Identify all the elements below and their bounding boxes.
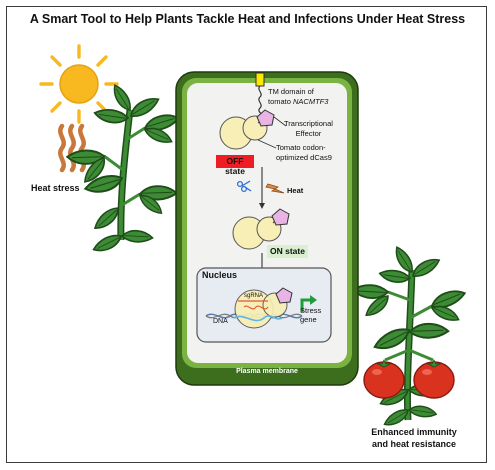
lightning-icon <box>265 183 285 194</box>
scissors-icon <box>236 180 252 193</box>
dcas9-complex-on <box>232 208 290 250</box>
dcas9-line1: Tomato codon- <box>276 143 326 152</box>
off-state-badge <box>216 155 254 168</box>
outcome-line1: Enhanced immunity <box>371 427 457 437</box>
promoter-arrow-icon <box>300 295 317 312</box>
tomato-fruit-right <box>413 359 455 399</box>
tm-domain-prefix: tomato <box>268 96 294 106</box>
heat-label: Heat <box>287 186 304 195</box>
dcas9-line2: optimized dCas9 <box>276 152 332 162</box>
effector-line2: Effector <box>295 128 322 138</box>
tm-domain-icon <box>255 72 265 118</box>
on-state-badge <box>267 245 308 258</box>
dcas9-label: Tomato codon- optimized dCas9 <box>276 143 332 162</box>
plasma-membrane-label: Plasma membrane <box>236 368 298 375</box>
figure-title: A Smart Tool to Help Plants Tackle Heat … <box>29 12 466 26</box>
outcome-label: Enhanced immunity and heat resistance <box>358 426 470 450</box>
tomato-plant-icon <box>350 243 468 428</box>
sgrna-label: sgRNA <box>244 293 264 299</box>
transition-arrow-1 <box>259 167 265 209</box>
on-state-label: ON state <box>270 246 305 256</box>
plant-icon <box>65 81 181 254</box>
tm-domain-line2: tomato NACMTF3 <box>268 97 328 107</box>
dna-label: DNA <box>213 318 228 325</box>
tm-domain-gene: NACMTF3 <box>293 96 329 106</box>
stress-gene-label: Stress gene <box>300 306 321 324</box>
stress-gene-line2: gene <box>300 315 317 324</box>
heat-stress-label: Heat stress <box>31 183 80 193</box>
dcas9-complex-off <box>219 109 287 150</box>
stress-gene-line1: Stress <box>300 306 322 315</box>
dcas9-complex-bound <box>233 287 293 329</box>
figure-frame <box>6 6 487 463</box>
effector-label: Transcriptional Effector <box>284 119 333 138</box>
tm-domain-label: TM domain of tomato NACMTF3 <box>268 87 328 106</box>
outcome-line2: and heat resistance <box>371 439 457 449</box>
tomato-fruit-left <box>363 359 405 399</box>
tm-domain-line1: TM domain of <box>268 87 314 96</box>
nucleus-label: Nucleus <box>202 270 238 280</box>
off-state-label: OFF state <box>225 156 245 176</box>
effector-line1: Transcriptional <box>284 119 333 128</box>
